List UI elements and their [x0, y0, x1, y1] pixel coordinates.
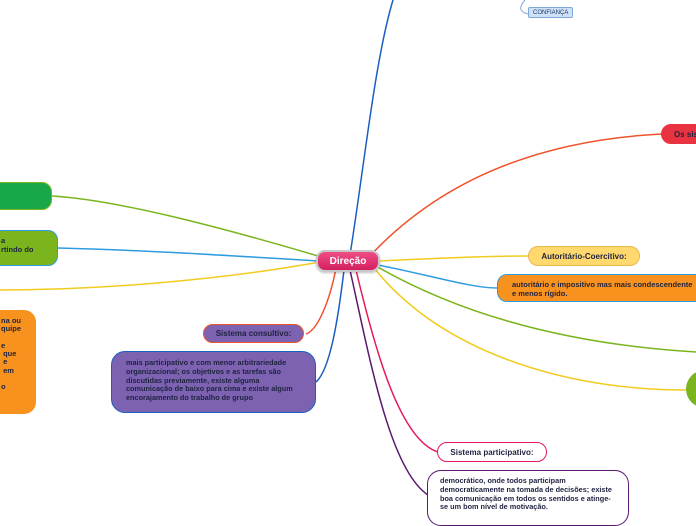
node-sistema-participativo[interactable]: Sistema participativo:	[437, 442, 547, 462]
connector-sistema-participativo	[355, 269, 439, 453]
node-left-orange-fragment[interactable]: na ou quipe e que e em o	[0, 310, 36, 414]
node-consultivo-desc-text: mais participativo e com menor arbitrari…	[126, 358, 293, 402]
central-node-label: Direção	[329, 255, 367, 267]
connector-left-yellow	[0, 261, 321, 291]
node-left-cyan-fragment-text: a rtindo do	[1, 236, 34, 254]
connector-consultivo-desc	[315, 269, 345, 383]
node-autoritario-benevolente-desc[interactable]: autoritário e impositivo mas mais condes…	[497, 274, 696, 302]
connector-left-dark-green	[51, 195, 319, 257]
connector-os-sis	[367, 133, 663, 259]
node-sistema-consultivo[interactable]: Sistema consultivo:	[203, 324, 304, 343]
node-left-dark-green[interactable]	[0, 182, 52, 210]
node-left-orange-fragment-text: na ou quipe e que e em o	[1, 316, 21, 391]
node-autoritario-benevolente-desc-text: autoritário e impositivo mas mais condes…	[512, 280, 693, 298]
node-autoritario-coercitivo[interactable]: Autoritário-Coercitivo:	[528, 246, 640, 266]
connector-left-cyan	[57, 247, 319, 262]
node-sistema-participativo-label: Sistema participativo:	[450, 447, 534, 457]
connector-autoritario-benevolente	[377, 264, 499, 289]
node-participativo-desc-text: democrático, onde todos participam democ…	[440, 476, 612, 512]
node-right-green-circle[interactable]	[686, 370, 696, 408]
node-consultivo-desc[interactable]: mais participativo e com menor arbitrari…	[111, 351, 316, 413]
central-node-direcao[interactable]: Direção	[316, 250, 380, 272]
connector-right-yellow	[373, 267, 689, 391]
connector-right-green	[375, 265, 696, 353]
node-sistema-consultivo-label: Sistema consultivo:	[215, 329, 292, 338]
connector-sistema-consultivo	[305, 267, 337, 335]
connector-autoritario-coercitivo	[379, 255, 529, 262]
node-os-sistemas-label: Os sis	[674, 129, 696, 139]
node-os-sistemas[interactable]: Os sis	[661, 124, 696, 144]
connector-tag-stub	[520, 0, 529, 15]
node-participativo-desc[interactable]: democrático, onde todos participam democ…	[427, 470, 629, 526]
connector-participativo-desc	[349, 269, 429, 496]
tag-confianca[interactable]: CONFIANÇA	[528, 7, 574, 18]
connector-top	[349, 0, 394, 256]
node-autoritario-coercitivo-label: Autoritário-Coercitivo:	[541, 251, 627, 261]
tag-confianca-label: CONFIANÇA	[533, 9, 569, 16]
node-left-cyan-fragment[interactable]: a rtindo do	[0, 230, 58, 266]
